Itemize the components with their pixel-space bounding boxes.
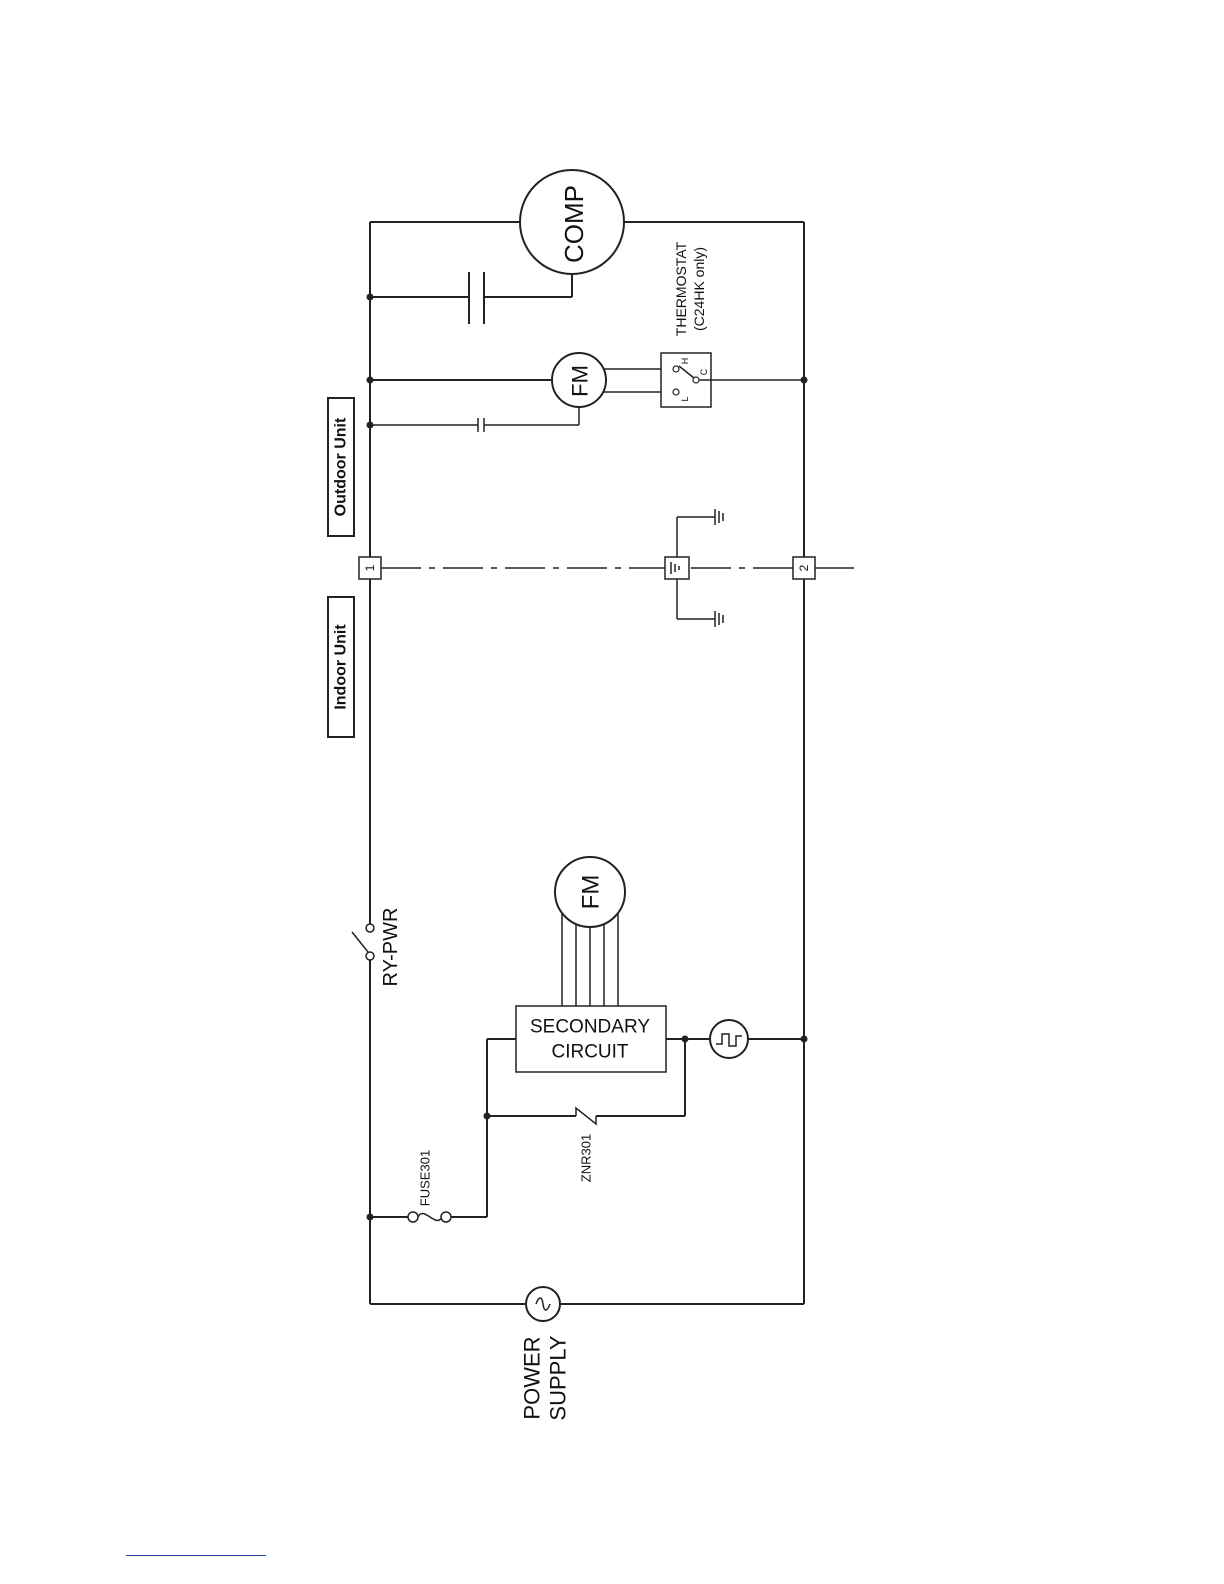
outdoor-fan-label: FM <box>568 365 593 397</box>
power-label-line1: POWER <box>520 1336 545 1419</box>
relay-label: RY-PWR <box>380 908 402 987</box>
fan-capacitor <box>370 407 579 432</box>
terminal-1: 1 <box>359 557 381 579</box>
compressor-label: COMP <box>559 185 589 263</box>
compressor-capacitor <box>370 272 572 324</box>
indoor-unit-tag: Indoor Unit <box>328 597 354 737</box>
compressor: COMP <box>520 170 624 274</box>
relay-switch <box>352 924 376 960</box>
thermostat-switch: H L C <box>661 353 804 407</box>
indoor-fan-label: FM <box>578 875 605 910</box>
footer-rule <box>126 1555 266 1556</box>
terminal-1-label: 1 <box>363 564 377 571</box>
thermal-fuse <box>710 1020 748 1058</box>
power-label-line2: SUPPLY <box>546 1335 571 1421</box>
secondary-label-line1: SECONDARY <box>530 1017 650 1038</box>
varistor <box>576 1108 596 1124</box>
outdoor-unit-label: Outdoor Unit <box>333 417 350 516</box>
junction-dots <box>367 294 808 1221</box>
secondary-circuit: SECONDARY CIRCUIT <box>516 1006 666 1072</box>
thermostat-pin-l: L <box>680 396 690 401</box>
terminal-2-label: 2 <box>797 564 811 571</box>
thermostat-label: THERMOSTAT <box>673 241 689 336</box>
ground-icon <box>715 611 723 627</box>
thermostat-note: (C24HK only) <box>691 247 707 331</box>
fuse-label: FUSE301 <box>418 1150 433 1206</box>
ground-icon <box>715 509 723 525</box>
terminal-2: 2 <box>793 557 815 579</box>
fuse <box>370 1212 487 1222</box>
thermostat-pin-c: C <box>699 368 709 375</box>
indoor-fan-motor: FM <box>555 857 625 1006</box>
outdoor-fan-motor: FM <box>370 353 672 407</box>
indoor-unit-label: Indoor Unit <box>333 624 350 710</box>
varistor-label: ZNR301 <box>579 1134 594 1182</box>
secondary-label-line2: CIRCUIT <box>551 1042 628 1063</box>
thermostat-pin-h: H <box>680 358 690 365</box>
power-supply <box>526 1287 560 1321</box>
outdoor-unit-tag: Outdoor Unit <box>328 398 354 536</box>
